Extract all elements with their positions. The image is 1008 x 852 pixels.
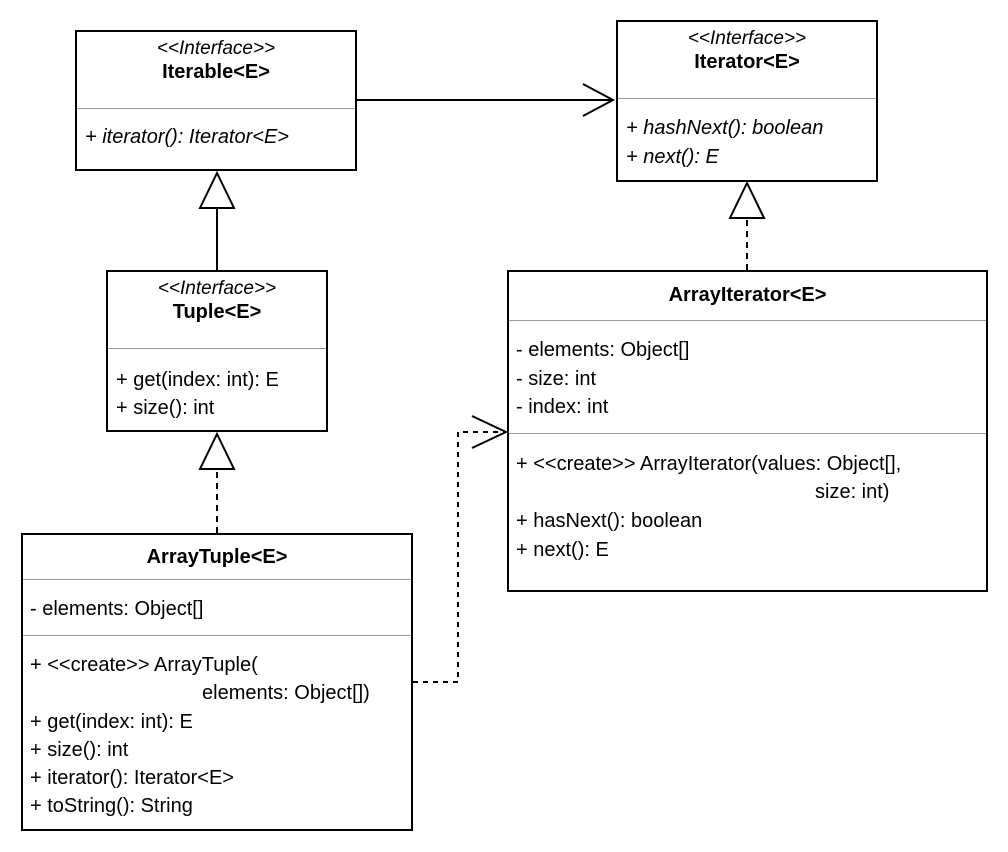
attribute: - index: int <box>516 396 609 418</box>
edge-iterable-iterator[interactable] <box>357 83 616 117</box>
operation: + toString(): String <box>30 795 193 817</box>
attribute: - elements: Object[] <box>516 339 690 361</box>
class-header: <<Interface>> Iterable<E> <box>77 32 355 84</box>
class-name: ArrayIterator<E> <box>668 284 827 306</box>
class-iterator[interactable]: <<Interface>> Iterator<E> + hashNext(): … <box>616 20 878 182</box>
stereotype-label: <<Interface>> <box>156 38 276 59</box>
operation: + size(): int <box>116 397 215 419</box>
stereotype-label: <<Interface>> <box>687 28 807 49</box>
class-name: Tuple<E> <box>172 301 262 323</box>
compartment-divider <box>108 348 326 349</box>
operation: + hashNext(): boolean <box>626 117 824 139</box>
class-tuple[interactable]: <<Interface>> Tuple<E> + get(index: int)… <box>106 270 328 432</box>
operation: + size(): int <box>30 739 129 761</box>
compartment-divider <box>509 320 986 321</box>
class-name: Iterator<E> <box>694 51 800 73</box>
operation: + <<create>> ArrayIterator(values: Objec… <box>516 453 902 475</box>
attribute: - size: int <box>516 368 597 390</box>
compartment-divider <box>618 98 876 99</box>
class-array-iterator[interactable]: ArrayIterator<E> - elements: Object[] - … <box>507 270 988 592</box>
edge-tuple-iterable[interactable] <box>198 170 236 270</box>
attribute: - elements: Object[] <box>30 598 204 620</box>
compartment-divider <box>23 579 411 580</box>
class-header: ArrayIterator<E> <box>509 272 986 307</box>
edge-arraytuple-arrayiterator[interactable] <box>413 415 509 683</box>
edge-arraytuple-tuple[interactable] <box>198 431 236 533</box>
operation: + next(): E <box>516 539 609 561</box>
operation: + get(index: int): E <box>116 369 279 391</box>
operation: + hasNext(): boolean <box>516 510 703 532</box>
compartment-divider <box>509 433 986 434</box>
operation-continuation: elements: Object[]) <box>202 682 370 704</box>
operation: + <<create>> ArrayTuple( <box>30 654 258 676</box>
class-name: ArrayTuple<E> <box>146 546 288 568</box>
class-header: ArrayTuple<E> <box>23 535 411 569</box>
operation: + iterator(): Iterator<E> <box>85 126 289 148</box>
class-array-tuple[interactable]: ArrayTuple<E> - elements: Object[] + <<c… <box>21 533 413 831</box>
stereotype-label: <<Interface>> <box>157 278 277 299</box>
class-iterable[interactable]: <<Interface>> Iterable<E> + iterator(): … <box>75 30 357 171</box>
operation-continuation: size: int) <box>815 481 890 503</box>
edge-arrayiterator-iterator[interactable] <box>728 180 766 270</box>
compartment-divider <box>77 108 355 109</box>
operation: + get(index: int): E <box>30 711 193 733</box>
operation: + iterator(): Iterator<E> <box>30 767 234 789</box>
class-header: <<Interface>> Tuple<E> <box>108 272 326 324</box>
class-header: <<Interface>> Iterator<E> <box>618 22 876 74</box>
operation: + next(): E <box>626 146 719 168</box>
class-name: Iterable<E> <box>162 61 270 83</box>
compartment-divider <box>23 635 411 636</box>
